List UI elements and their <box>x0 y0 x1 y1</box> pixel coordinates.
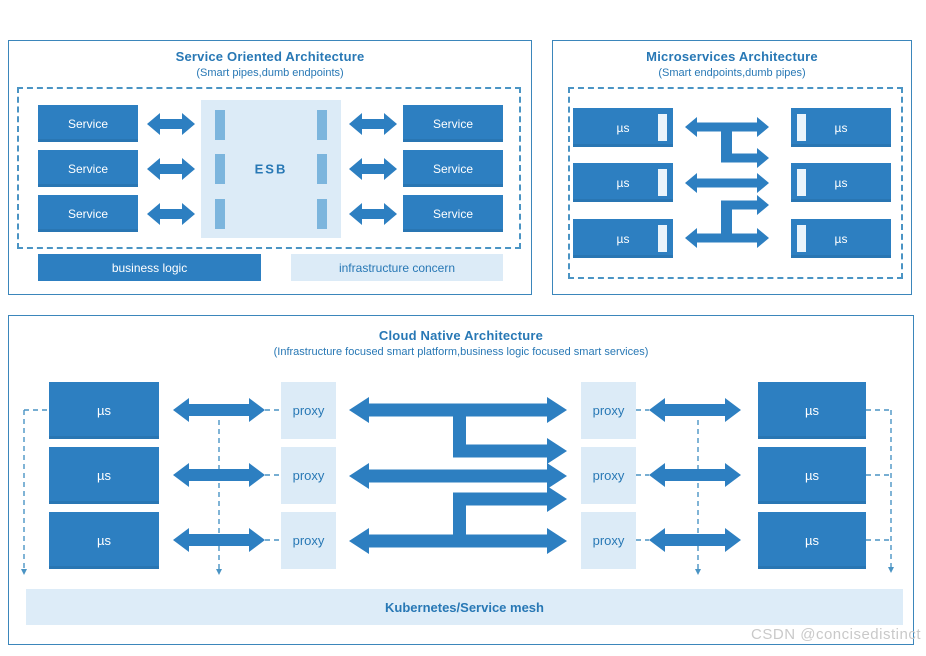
service-box: Service <box>403 150 503 187</box>
soa-panel: Service Oriented Architecture (Smart pip… <box>8 40 532 295</box>
bidirectional-arrow-icon <box>649 528 741 552</box>
service-label: Service <box>67 206 108 221</box>
legend-infrastructure-label: infrastructure concern <box>338 260 456 275</box>
microservice-label: µs <box>805 403 819 418</box>
platform-label: Kubernetes/Service mesh <box>385 599 544 615</box>
proxy-label: proxy <box>292 533 325 548</box>
bidirectional-arrow-icon <box>173 463 265 487</box>
microservice-label: µs <box>616 120 630 135</box>
esb-label: ESB <box>254 161 288 177</box>
endpoint-bar-icon <box>658 225 667 252</box>
legend-infrastructure-concern: infrastructure concern <box>291 254 503 281</box>
endpoint-bar-icon <box>797 225 806 252</box>
endpoint-bar-icon <box>797 114 806 141</box>
bidirectional-arrow-icon <box>147 158 195 180</box>
microservice-label: µs <box>97 533 111 548</box>
platform-bar: Kubernetes/Service mesh <box>26 589 903 625</box>
microservice-box: µs <box>573 163 673 202</box>
proxy-box: proxy <box>581 512 636 569</box>
service-mesh-arrows <box>349 397 567 554</box>
microservice-box: µs <box>758 447 866 504</box>
service-label: Service <box>432 206 473 221</box>
microservices-panel: Microservices Architecture (Smart endpoi… <box>552 40 912 295</box>
service-box: Service <box>403 195 503 232</box>
service-box: Service <box>38 150 138 187</box>
microservice-box: µs <box>758 382 866 439</box>
bidirectional-arrow-icon <box>649 398 741 422</box>
microservice-label: µs <box>834 120 848 135</box>
watermark: CSDN @concisedistinct <box>751 626 921 643</box>
microservice-box: µs <box>758 512 866 569</box>
microservice-box: µs <box>573 219 673 258</box>
bidirectional-arrow-icon <box>173 398 265 422</box>
bidirectional-arrow-icon <box>173 528 265 552</box>
esb-port-icon <box>215 199 225 229</box>
microservice-label: µs <box>97 403 111 418</box>
microservice-label: µs <box>616 231 630 246</box>
endpoint-bar-icon <box>797 169 806 196</box>
microservice-box: µs <box>49 447 159 504</box>
proxy-label: proxy <box>292 468 325 483</box>
cloud-title: Cloud Native Architecture <box>378 328 544 343</box>
micro-subtitle: (Smart endpoints,dumb pipes) <box>658 67 806 79</box>
esb-port-icon <box>317 110 327 140</box>
soa-title: Service Oriented Architecture <box>175 49 365 64</box>
legend-business-logic: business logic <box>38 254 261 281</box>
microservices-pipes-arrows <box>685 117 769 248</box>
microservice-box: µs <box>49 382 159 439</box>
microservice-label: µs <box>97 468 111 483</box>
service-box: Service <box>38 195 138 232</box>
bidirectional-arrow-icon <box>147 203 195 225</box>
proxy-label: proxy <box>592 403 625 418</box>
bidirectional-arrow-icon <box>349 203 397 225</box>
proxy-box: proxy <box>281 382 336 439</box>
proxy-label: proxy <box>292 403 325 418</box>
service-label: Service <box>432 116 473 131</box>
service-box: Service <box>403 105 503 142</box>
esb-port-icon <box>215 110 225 140</box>
cloud-subtitle: (Infrastructure focused smart platform,b… <box>273 346 649 358</box>
bidirectional-arrow-icon <box>649 463 741 487</box>
bidirectional-arrow-icon <box>349 113 397 135</box>
service-label: Service <box>67 161 108 176</box>
esb-port-icon <box>317 154 327 184</box>
microservice-box: µs <box>791 163 891 202</box>
microservice-label: µs <box>805 533 819 548</box>
legend-business-label: business logic <box>111 260 188 275</box>
proxy-label: proxy <box>592 533 625 548</box>
microservice-box: µs <box>49 512 159 569</box>
proxy-box: proxy <box>281 447 336 504</box>
microservice-box: µs <box>791 108 891 147</box>
proxy-box: proxy <box>581 447 636 504</box>
soa-boundary <box>17 87 521 249</box>
cloud-native-panel: Cloud Native Architecture (Infrastructur… <box>8 315 914 645</box>
service-box: Service <box>38 105 138 142</box>
esb-port-icon <box>317 199 327 229</box>
microservice-label: µs <box>805 468 819 483</box>
esb-box: ESB <box>201 100 341 238</box>
microservice-label: µs <box>616 175 630 190</box>
microservice-box: µs <box>573 108 673 147</box>
proxy-label: proxy <box>592 468 625 483</box>
micro-boundary <box>568 87 903 279</box>
microservice-label: µs <box>834 231 848 246</box>
proxy-box: proxy <box>281 512 336 569</box>
esb-port-icon <box>215 154 225 184</box>
bidirectional-arrow-icon <box>349 158 397 180</box>
proxy-box: proxy <box>581 382 636 439</box>
bidirectional-arrow-icon <box>147 113 195 135</box>
endpoint-bar-icon <box>658 169 667 196</box>
micro-title: Microservices Architecture <box>646 49 818 64</box>
microservice-label: µs <box>834 175 848 190</box>
endpoint-bar-icon <box>658 114 667 141</box>
soa-subtitle: (Smart pipes,dumb endpoints) <box>196 67 344 79</box>
microservice-box: µs <box>791 219 891 258</box>
service-label: Service <box>67 116 108 131</box>
service-label: Service <box>432 161 473 176</box>
